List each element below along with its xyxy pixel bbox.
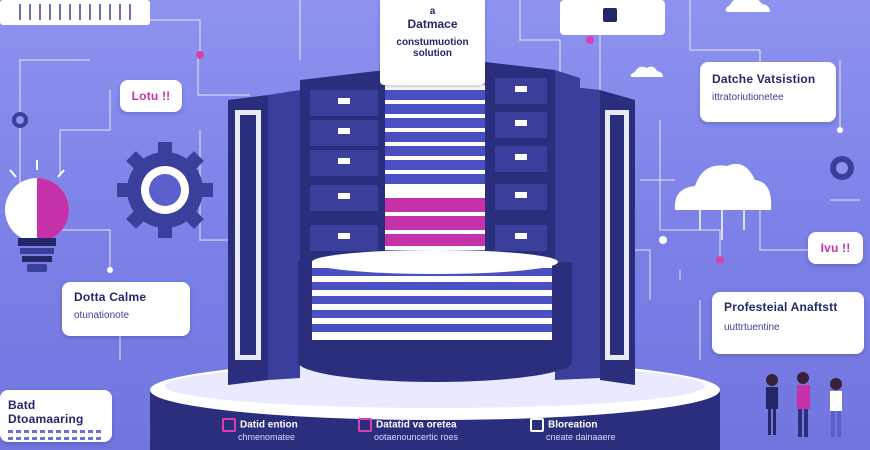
base-label-1: Datid ention chmenomatee (222, 418, 298, 442)
gear-icon (117, 142, 213, 238)
square-icon (530, 418, 544, 432)
title-line-1: a (429, 6, 436, 17)
analytics-card: Profesteial Anaftstt uuttrtuentine (712, 292, 864, 354)
base-label-3: Bloreation cneate dainaaere (530, 418, 616, 442)
cloud-icon (674, 163, 772, 240)
server-tower-icon (385, 85, 485, 270)
visual-card: Datche Vatsistion ittratoriutionetee (700, 62, 836, 122)
monitor-icon (560, 0, 665, 35)
top-left-window (0, 0, 150, 25)
visual-card-title: Datche Vatsistion (712, 72, 816, 86)
small-cloud-icon (725, 0, 770, 12)
base-label-3-title: Bloreation (548, 419, 598, 431)
base-label-1-sub: chmenomatee (238, 432, 296, 442)
lightbulb-icon (5, 160, 69, 272)
analytics-card-sub: uuttrtuentine (724, 322, 780, 333)
square-icon (358, 418, 372, 432)
title-card: a Datmace constumuotion solution (380, 0, 485, 85)
data-card-sub: otunationote (74, 310, 130, 321)
data-card-title: Dotta Calme (74, 290, 147, 304)
left-tag: Lotu !! (120, 80, 182, 112)
base-label-3-sub: cneate dainaaere (546, 432, 616, 442)
left-drawers (310, 90, 378, 251)
right-drawers (495, 78, 547, 251)
title-line-3: constumuotion (396, 37, 469, 48)
right-tag-text: Ivu !! (820, 241, 851, 255)
title-line-2: Datmace (407, 17, 458, 31)
base-label-1-title: Datid ention (240, 419, 298, 431)
bottom-left-card: Batd Dtoamaaring (0, 390, 112, 442)
square-icon (222, 418, 236, 432)
circuit-dots (12, 36, 843, 273)
people-icon (766, 372, 842, 437)
base-label-2-title: Datatid va oretea (376, 419, 457, 431)
bottom-left-card-title: Batd Dtoamaaring (8, 398, 84, 426)
data-card: Dotta Calme otunationote (62, 282, 190, 336)
tiny-cloud-icon (630, 66, 663, 77)
window-stripes (19, 4, 131, 20)
right-tag: Ivu !! (808, 232, 863, 264)
analytics-card-title: Profesteial Anaftstt (724, 300, 838, 314)
base-label-2-sub: ootaenouncertic roes (374, 432, 459, 442)
bottom-left-card-line-2 (8, 437, 104, 440)
server-cylinder (298, 250, 572, 382)
visual-card-sub: ittratoriutionetee (712, 92, 784, 103)
left-tag-text: Lotu !! (131, 89, 171, 103)
title-line-4: solution (413, 48, 452, 59)
bottom-left-card-line (8, 430, 104, 433)
small-gear-icon (830, 156, 854, 180)
base-label-2: Datatid va oretea ootaenouncertic roes (358, 418, 458, 442)
